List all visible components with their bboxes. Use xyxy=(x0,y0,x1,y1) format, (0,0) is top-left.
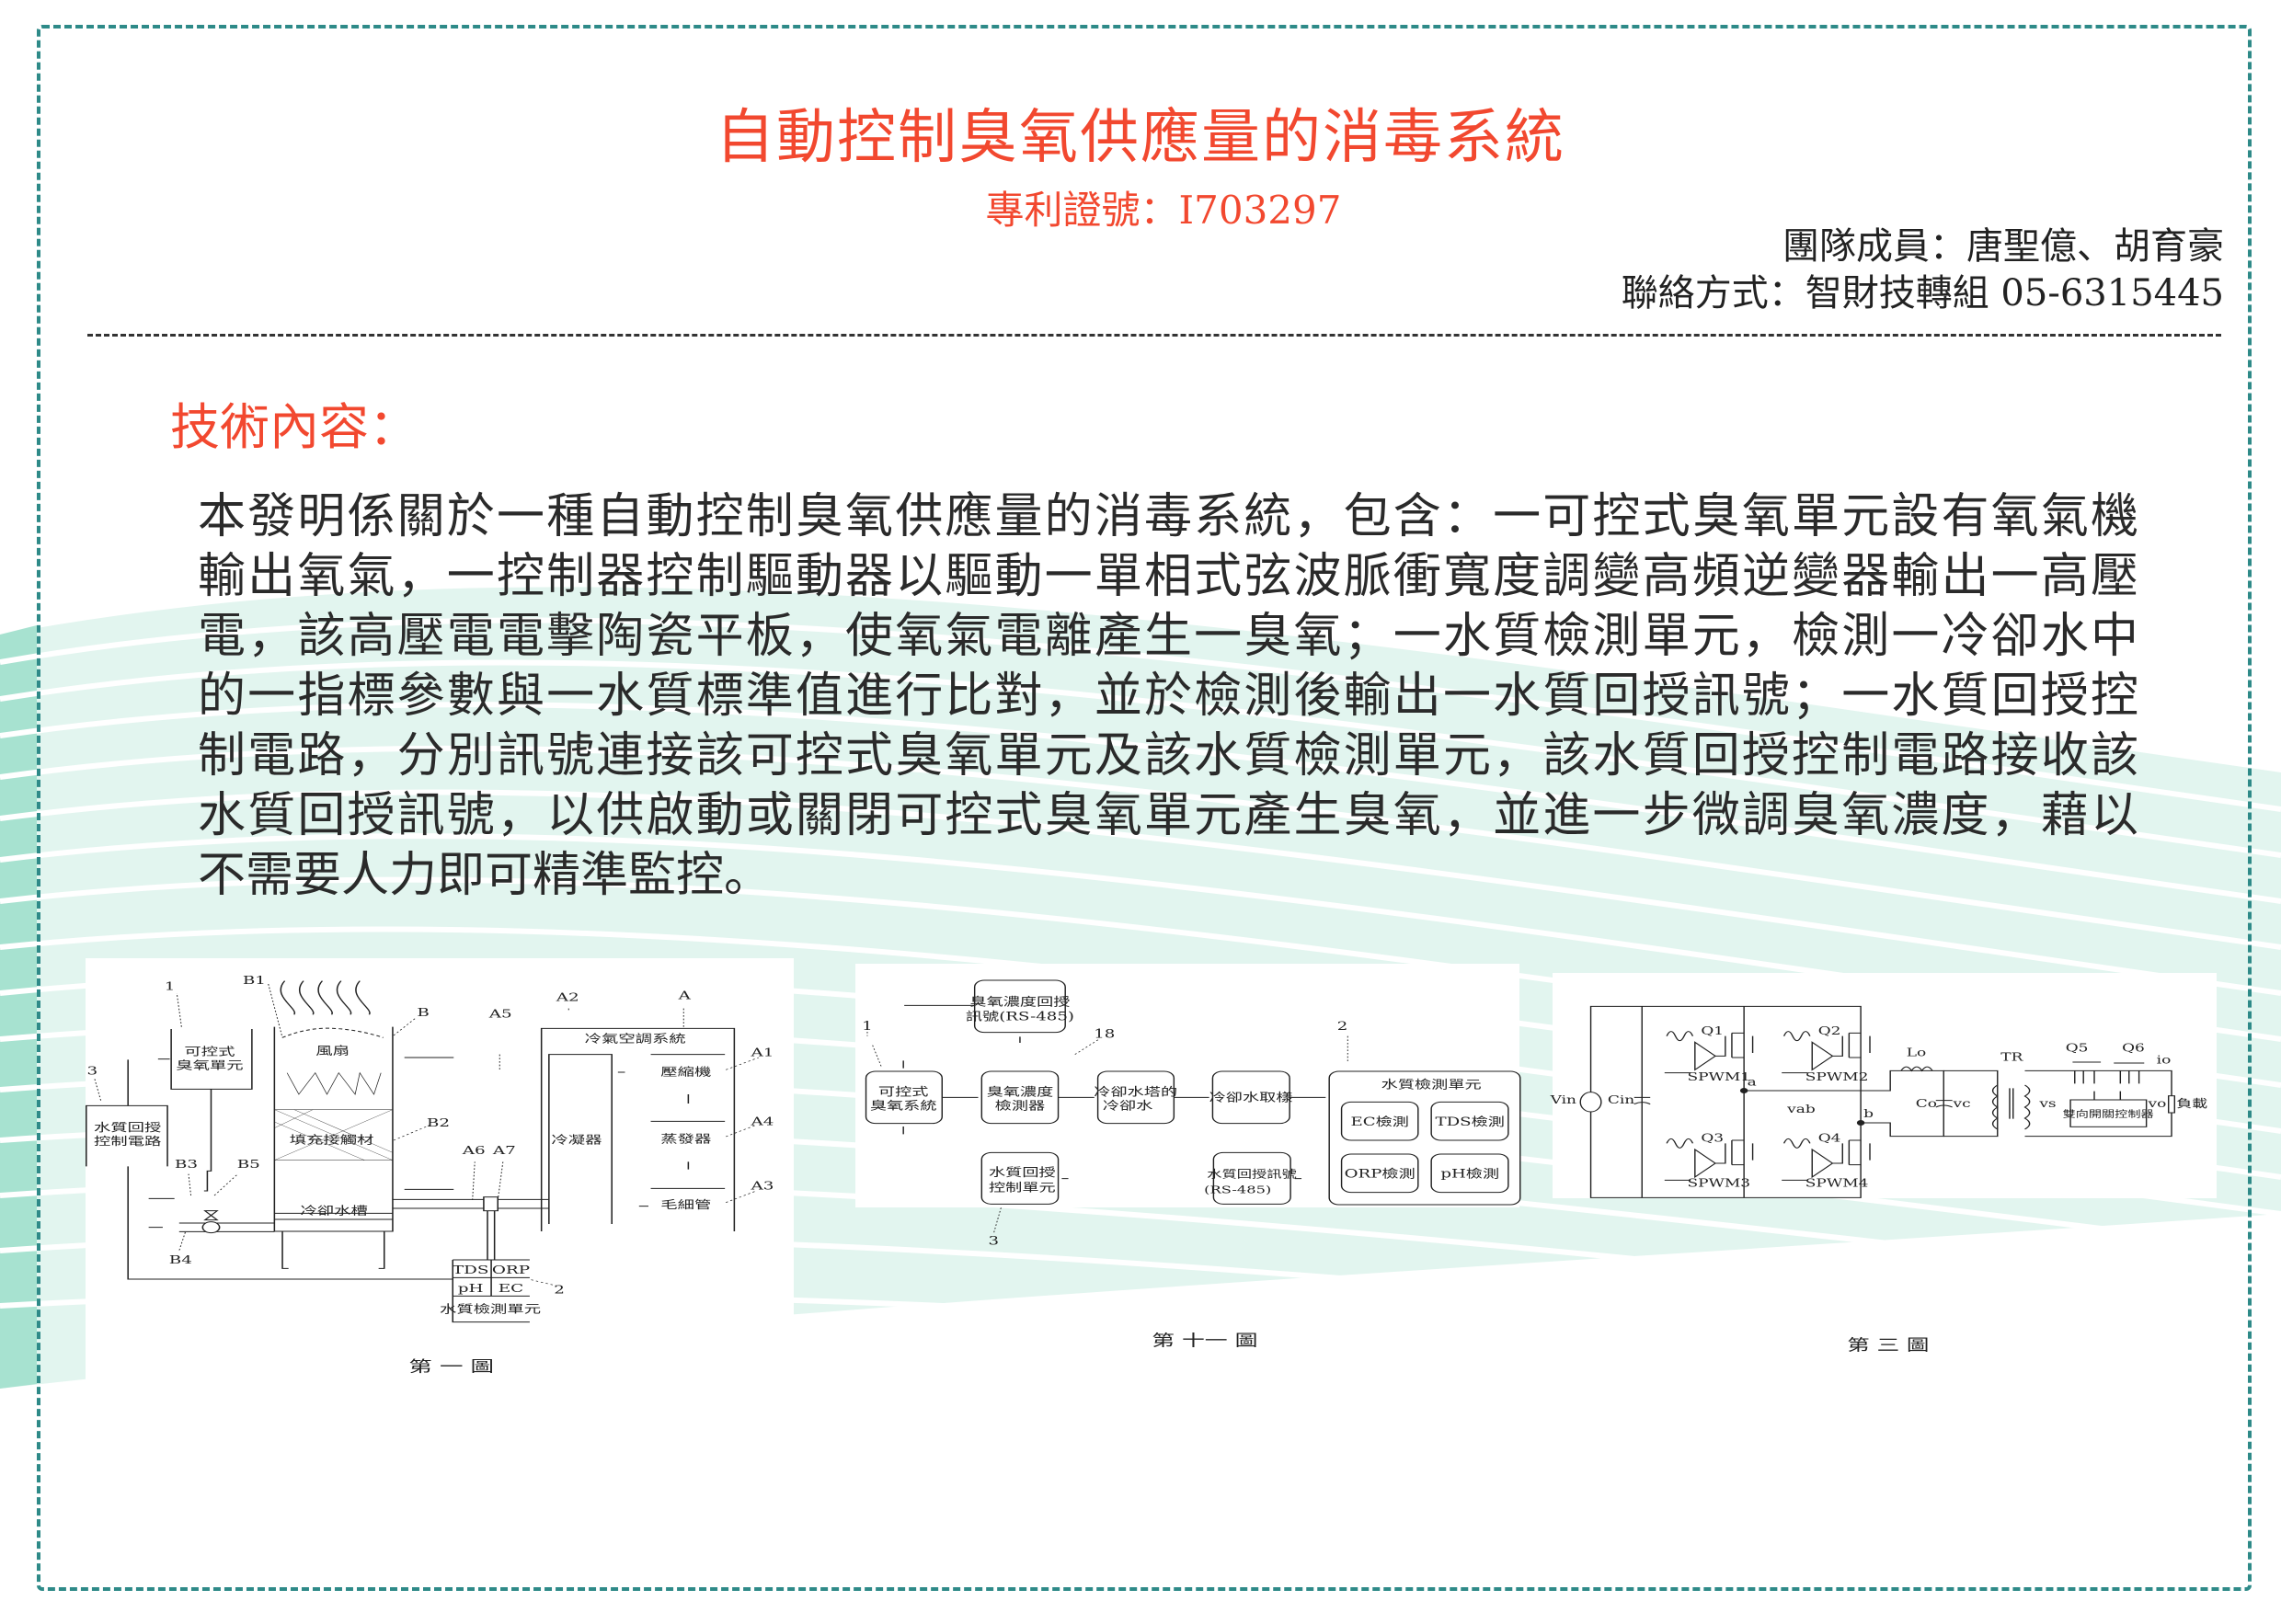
fig3-label: Vin xyxy=(1550,1093,1577,1106)
fig1-label: 毛細管 xyxy=(660,1198,711,1211)
description-line: 不需要人力即可精準監控。 xyxy=(198,846,2138,906)
fig11-label: 水質回授 xyxy=(989,1165,1056,1179)
fig1-label: A2 xyxy=(556,991,579,1004)
description-line: 的一指標參數與一水質標準值進行比對，並於檢測後輸出一水質回授訊號；一水質回授控 xyxy=(198,667,2138,726)
fig1-label: 風扇 xyxy=(315,1045,350,1058)
fig3-label: SPWM4 xyxy=(1805,1177,1869,1190)
fig1-label: B2 xyxy=(427,1116,450,1129)
fig11-label: 3 xyxy=(988,1233,999,1247)
fig3-label: Lo xyxy=(1907,1046,1927,1059)
fig3-caption: 第 三 圖 xyxy=(1847,1336,1929,1355)
fig11-label: 可控式 xyxy=(878,1085,929,1099)
fig11-label: 18 xyxy=(1094,1026,1115,1040)
fig1-label: A6 xyxy=(462,1144,486,1157)
fig3-label: Q4 xyxy=(1818,1132,1841,1145)
figure-11-block-diagram: 臭氧濃度回授 訊號(RS-485) 可控式 臭氧系統 臭氧濃度 檢測器 冷卻水塔… xyxy=(846,956,1536,1370)
fig1-label: B5 xyxy=(237,1158,260,1171)
fig3-label: Q6 xyxy=(2122,1042,2145,1055)
fig11-label: 冷卻水 xyxy=(1103,1099,1153,1113)
fig1-caption: 第 一 圖 xyxy=(408,1358,494,1376)
fig3-label: 雙向開關控制器 xyxy=(2063,1108,2154,1119)
fig3-label: Cin xyxy=(1608,1093,1635,1106)
fig3-label: vab xyxy=(1786,1103,1816,1115)
fig1-label: 冷卻水槽 xyxy=(300,1205,367,1218)
fig3-label: SPWM2 xyxy=(1805,1070,1869,1083)
fig3-label: vo xyxy=(2147,1097,2166,1110)
fig1-label: B1 xyxy=(243,974,266,987)
section-heading: 技術內容： xyxy=(170,386,418,459)
fig1-label: A3 xyxy=(750,1180,774,1193)
fig1-label: 冷氣空調系統 xyxy=(585,1033,686,1046)
fig11-label: pH檢測 xyxy=(1440,1167,1499,1181)
fig1-label: 1 xyxy=(165,980,176,993)
fig1-label: 3 xyxy=(87,1065,98,1078)
fig1-label: 可控式 xyxy=(184,1046,235,1058)
fig3-label: vs xyxy=(2038,1097,2056,1110)
fig11-label: (RS-485) xyxy=(1204,1184,1271,1196)
poster-title: 自動控制臭氧供應量的消毒系統 xyxy=(0,90,2281,175)
description-line: 制電路，分別訊號連接該可控式臭氧單元及該水質檢測單元，該水質回授控制電路接收該 xyxy=(198,726,2138,786)
fig1-label: 臭氧單元 xyxy=(176,1059,243,1072)
contact-info: 聯絡方式：智財技轉組 05-6315445 xyxy=(1622,263,2224,316)
fig1-label: 冷凝器 xyxy=(551,1134,602,1147)
fig11-label: 冷卻水塔的 xyxy=(1094,1085,1177,1099)
fig11-label: 冷卻水取樣 xyxy=(1209,1090,1293,1104)
description-body: 本發明係關於一種自動控制臭氧供應量的消毒系統，包含：一可控式臭氧單元設有氧氣機 … xyxy=(198,487,2138,906)
fig1-label: TDS xyxy=(453,1264,489,1276)
fig3-label: Q1 xyxy=(1701,1024,1724,1037)
dashed-divider xyxy=(87,334,2221,337)
fig3-label: Q2 xyxy=(1818,1024,1841,1037)
fig1-label: pH xyxy=(458,1282,484,1295)
fig11-caption: 第 十一 圖 xyxy=(1152,1332,1257,1350)
fig1-label: ORP xyxy=(492,1264,530,1276)
fig3-label: vc xyxy=(1952,1097,1970,1110)
fig11-label: 2 xyxy=(1337,1019,1348,1033)
fig11-label: 控制單元 xyxy=(989,1181,1056,1195)
fig1-label: A4 xyxy=(750,1115,774,1128)
description-line: 本發明係關於一種自動控制臭氧供應量的消毒系統，包含：一可控式臭氧單元設有氧氣機 xyxy=(198,487,2138,547)
fig11-label: 臭氧系統 xyxy=(870,1099,937,1113)
fig3-label: b xyxy=(1863,1107,1874,1120)
fig3-label: SPWM3 xyxy=(1687,1177,1750,1190)
fig3-label: TR xyxy=(2000,1051,2023,1064)
fig11-label: 檢測器 xyxy=(995,1099,1046,1113)
figure-3-inverter-circuit: Vin Cin Q1 Q2 Q3 Q4 SPWM1 SPWM2 SPWM3 SP… xyxy=(1545,966,2226,1379)
fig1-label: EC xyxy=(499,1282,523,1295)
fig11-label: 1 xyxy=(862,1019,873,1033)
fig3-label: a xyxy=(1748,1076,1757,1089)
fig1-label: 水質回授 xyxy=(94,1121,161,1134)
fig1-label: B xyxy=(417,1006,429,1019)
fig1-label: 壓縮機 xyxy=(660,1066,711,1079)
fig1-label: B3 xyxy=(175,1158,198,1171)
description-line: 輸出氧氣，一控制器控制驅動器以驅動一單相式弦波脈衝寬度調變高頻逆變器輸出一高壓 xyxy=(198,547,2138,607)
fig1-label: A7 xyxy=(492,1144,516,1157)
fig3-label: SPWM1 xyxy=(1687,1070,1750,1083)
fig1-label: 填充接觸材 xyxy=(290,1134,374,1147)
figure-1-cooling-tower-diagram: 1 B1 B A5 A2 A A1 3 可控式 臭氧單元 風扇 冷氣空調系統 壓… xyxy=(74,956,809,1416)
fig1-label: 2 xyxy=(554,1284,565,1297)
fig1-label: A5 xyxy=(488,1008,512,1021)
fig11-label: EC檢測 xyxy=(1350,1115,1409,1128)
fig3-label: Q3 xyxy=(1701,1132,1724,1145)
fig1-label: B4 xyxy=(169,1253,192,1266)
description-line: 水質回授訊號，以供啟動或關閉可控式臭氧單元產生臭氧，並進一步微調臭氧濃度，藉以 xyxy=(198,786,2138,846)
fig3-label: io xyxy=(2157,1054,2172,1067)
description-line: 電，該高壓電電擊陶瓷平板，使氧氣電離產生一臭氧；一水質檢測單元，檢測一冷卻水中 xyxy=(198,607,2138,667)
fig11-label: 臭氧濃度 xyxy=(987,1085,1054,1099)
fig3-label: 負載 xyxy=(2176,1097,2207,1110)
fig11-label: ORP檢測 xyxy=(1345,1167,1416,1181)
team-members: 團隊成員：唐聖億、胡育豪 xyxy=(1782,216,2224,269)
fig3-label: Q5 xyxy=(2066,1042,2089,1055)
fig1-label: A xyxy=(677,989,691,1002)
fig1-label: 蒸發器 xyxy=(660,1133,712,1146)
fig11-label: 水質回授訊號 xyxy=(1207,1169,1296,1181)
fig11-label: 水質檢測單元 xyxy=(1381,1077,1482,1091)
fig1-label: 控制電路 xyxy=(94,1135,162,1148)
fig11-label: TDS檢測 xyxy=(1436,1115,1505,1128)
fig11-label: 臭氧濃度回授 xyxy=(969,994,1070,1008)
fig11-label: 訊號(RS-485) xyxy=(966,1009,1074,1023)
fig1-label: 水質檢測單元 xyxy=(440,1303,541,1316)
fig1-label: A1 xyxy=(750,1046,774,1059)
fig3-label: Co xyxy=(1916,1097,1937,1110)
